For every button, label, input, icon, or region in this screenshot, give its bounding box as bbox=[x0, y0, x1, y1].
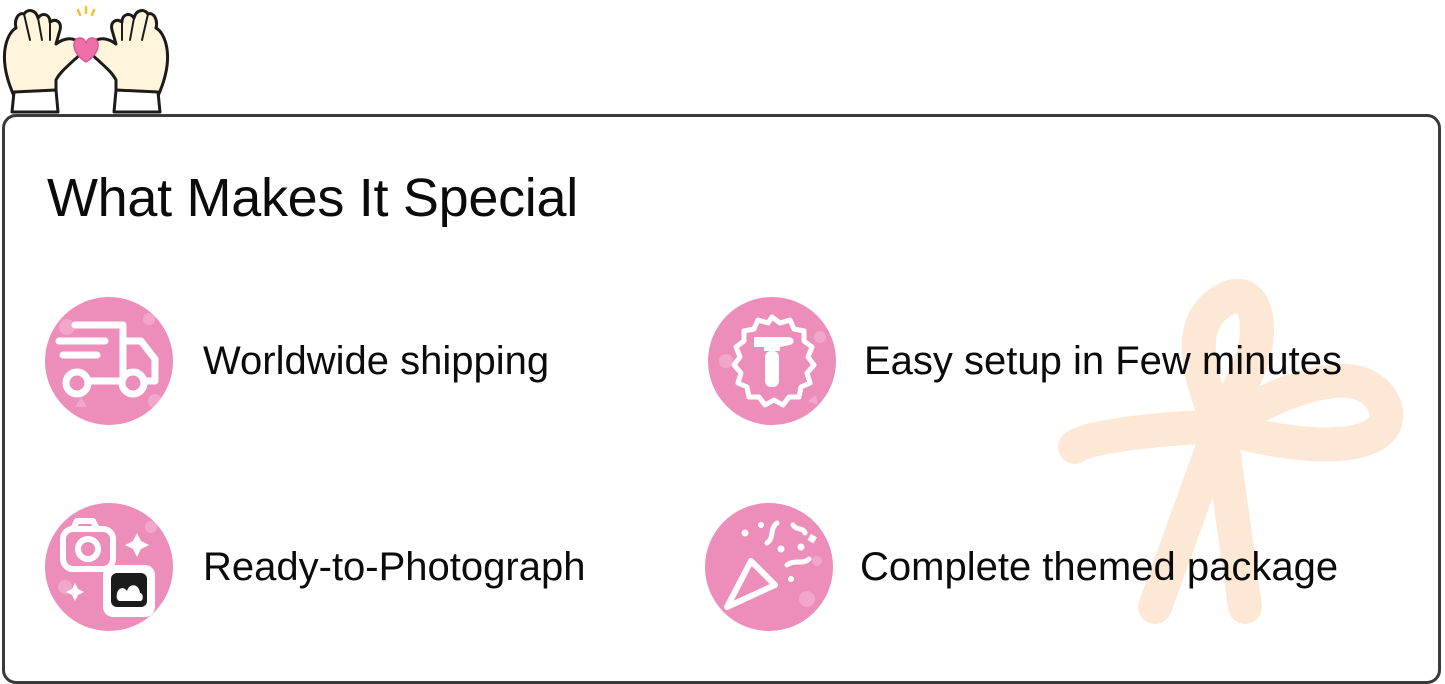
feature-badge bbox=[705, 503, 833, 631]
feature-label: Worldwide shipping bbox=[203, 338, 550, 383]
feature-label: Complete themed package bbox=[860, 544, 1339, 589]
feature-badge bbox=[708, 297, 836, 425]
features-card: What Makes It Special Worldwide sh bbox=[2, 114, 1441, 684]
feature-worldwide-shipping: Worldwide shipping bbox=[45, 297, 549, 425]
hammer-icon bbox=[719, 314, 826, 408]
feature-badge bbox=[45, 503, 173, 631]
feature-ready-to-photograph: Ready-to-Photograph bbox=[45, 503, 585, 631]
feature-easy-setup: Easy setup in Few minutes bbox=[708, 297, 1342, 425]
feature-label: Easy setup in Few minutes bbox=[864, 338, 1342, 383]
section-title: What Makes It Special bbox=[47, 168, 578, 228]
feature-label: Ready-to-Photograph bbox=[203, 544, 586, 589]
party-popper-icon bbox=[724, 520, 822, 610]
photo-camera-icon bbox=[58, 518, 157, 617]
feature-badge bbox=[45, 297, 173, 425]
delivery-truck-icon bbox=[55, 313, 162, 408]
feature-complete-themed-package: Complete themed package bbox=[705, 503, 1338, 631]
heart-hands-icon bbox=[2, 5, 170, 114]
ribbon-bow-icon bbox=[1058, 278, 1404, 624]
